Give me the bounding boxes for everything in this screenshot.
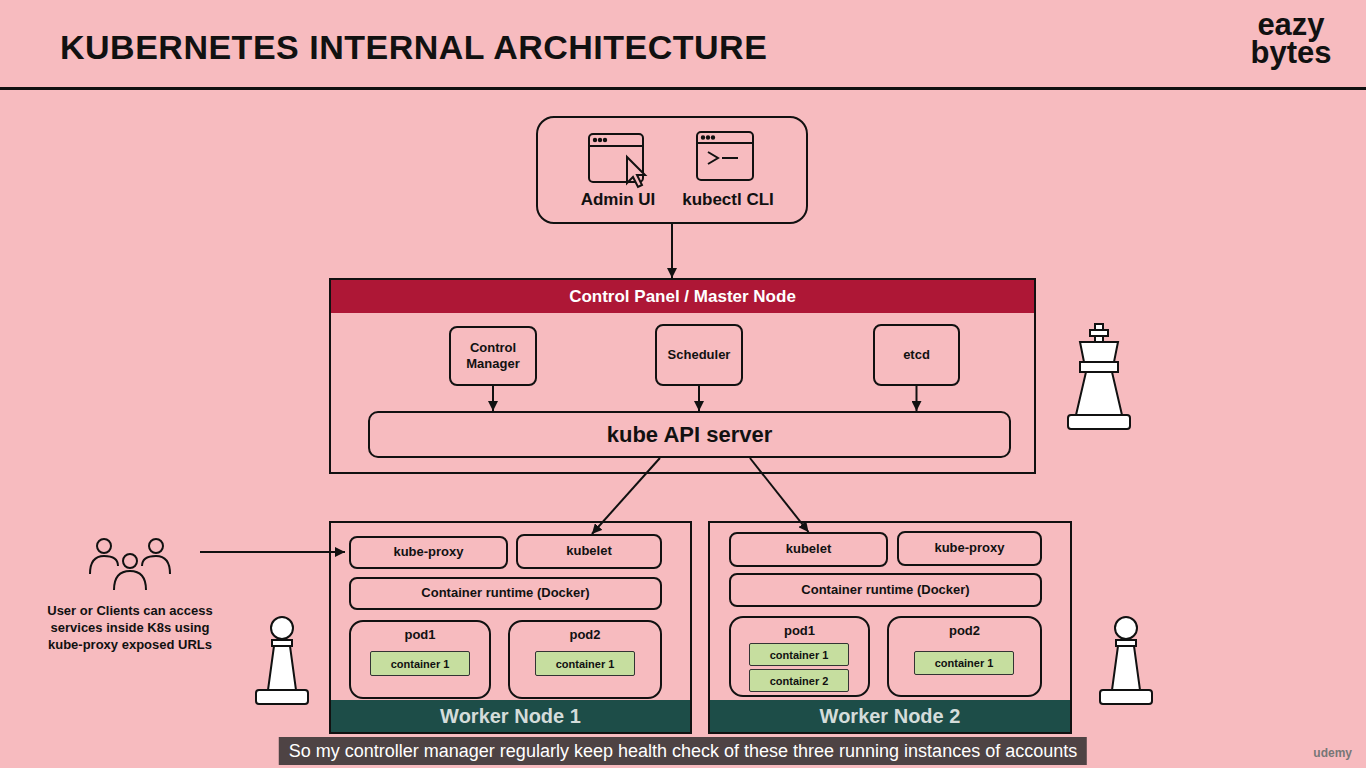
component-box: Control Manager	[449, 326, 537, 386]
box-label: kubelet	[566, 543, 612, 559]
footer-band: Worker Node 2	[710, 700, 1070, 732]
connector-arrow	[492, 386, 494, 411]
pawn-piece	[256, 617, 308, 704]
box-label: Container runtime (Docker)	[801, 582, 969, 598]
pod-label: pod2	[949, 623, 980, 638]
pod-label-row: pod1	[351, 627, 489, 642]
worker-node-box: Worker Node 1 kube-proxy kubeletContainer …	[329, 521, 692, 734]
subtitle-box: So my controller manager regularly keep …	[279, 737, 1087, 765]
box-label: kubelet	[786, 541, 832, 557]
connector-arrow	[671, 224, 673, 278]
worker-node-box: Worker Node 2 kubelet kube-proxyContainer …	[708, 521, 1072, 734]
subtitle-text: So my controller manager regularly keep …	[289, 741, 1077, 761]
container-box: container 2	[749, 669, 849, 692]
container-box: container 1	[749, 643, 849, 666]
users-icon	[90, 539, 170, 590]
component-box: kubelet	[516, 534, 662, 569]
component-box: etcd	[873, 324, 960, 386]
connector-arrow	[698, 386, 700, 411]
tool-label: Admin UI	[553, 190, 683, 210]
logo-text: bytes	[1246, 38, 1336, 68]
title-rule	[0, 87, 1366, 90]
runtime-box: Container runtime (Docker)	[349, 577, 662, 610]
component-box: kubelet	[729, 532, 888, 567]
node-title: Control Panel / Master Node	[569, 287, 796, 307]
container-label: container 2	[770, 675, 829, 687]
header-band: Control Panel / Master Node	[331, 280, 1034, 313]
connector-arrow	[592, 458, 660, 534]
connector-arrow	[750, 458, 809, 532]
runtime-box: Container runtime (Docker)	[729, 573, 1042, 607]
container-label: container 1	[391, 658, 450, 670]
pod-label: pod1	[784, 623, 815, 638]
container-box: container 1	[914, 651, 1014, 675]
box-label: kube-proxy	[393, 544, 463, 560]
container-box: container 1	[370, 651, 470, 676]
container-label: container 1	[935, 657, 994, 669]
box-label: etcd	[903, 347, 930, 363]
node-title: Worker Node 1	[440, 705, 581, 728]
pod-label: pod2	[569, 627, 600, 642]
container-box: container 1	[535, 651, 635, 676]
pod-label-row: pod1	[731, 623, 868, 638]
pod-label: pod1	[404, 627, 435, 642]
box-label: Scheduler	[668, 347, 731, 363]
container-label: container 1	[556, 658, 615, 670]
box-label: Container runtime (Docker)	[421, 585, 589, 601]
pod-box: pod2 container 1	[508, 620, 662, 699]
api-server-box: kube API server	[368, 411, 1011, 458]
tool-label: kubectl CLI	[663, 190, 793, 210]
master-node-box: Control Panel / Master NodeControl Manag…	[329, 278, 1036, 474]
component-box: Scheduler	[655, 324, 743, 386]
king-piece	[1068, 324, 1130, 429]
component-box: kube-proxy	[897, 531, 1042, 566]
access-arrow	[200, 551, 345, 553]
page-title: KUBERNETES INTERNAL ARCHITECTURE	[60, 28, 767, 67]
browser-icon	[589, 134, 645, 187]
pod-label-row: pod2	[889, 623, 1040, 638]
component-box: kube-proxy	[349, 536, 508, 569]
pod-box: pod1 container 1	[349, 620, 491, 699]
client-tools-box: Admin UIkubectl CLI	[536, 116, 808, 224]
pod-box: pod1 container 1 container 2	[729, 616, 870, 697]
node-title: Worker Node 2	[820, 705, 961, 728]
client-note: User or Clients can access services insi…	[42, 602, 218, 653]
box-label: kube API server	[607, 422, 773, 448]
logo-text: eazy	[1246, 10, 1336, 40]
pod-label-row: pod2	[510, 627, 660, 642]
connector-arrow	[916, 386, 918, 411]
pawn-piece	[1100, 617, 1152, 704]
footer-band: Worker Node 1	[331, 700, 690, 732]
terminal-icon	[697, 132, 753, 180]
pod-box: pod2 container 1	[887, 616, 1042, 697]
watermark: udemy	[1313, 746, 1352, 760]
box-label: kube-proxy	[934, 540, 1004, 556]
box-label: Control Manager	[455, 340, 531, 373]
container-label: container 1	[770, 649, 829, 661]
